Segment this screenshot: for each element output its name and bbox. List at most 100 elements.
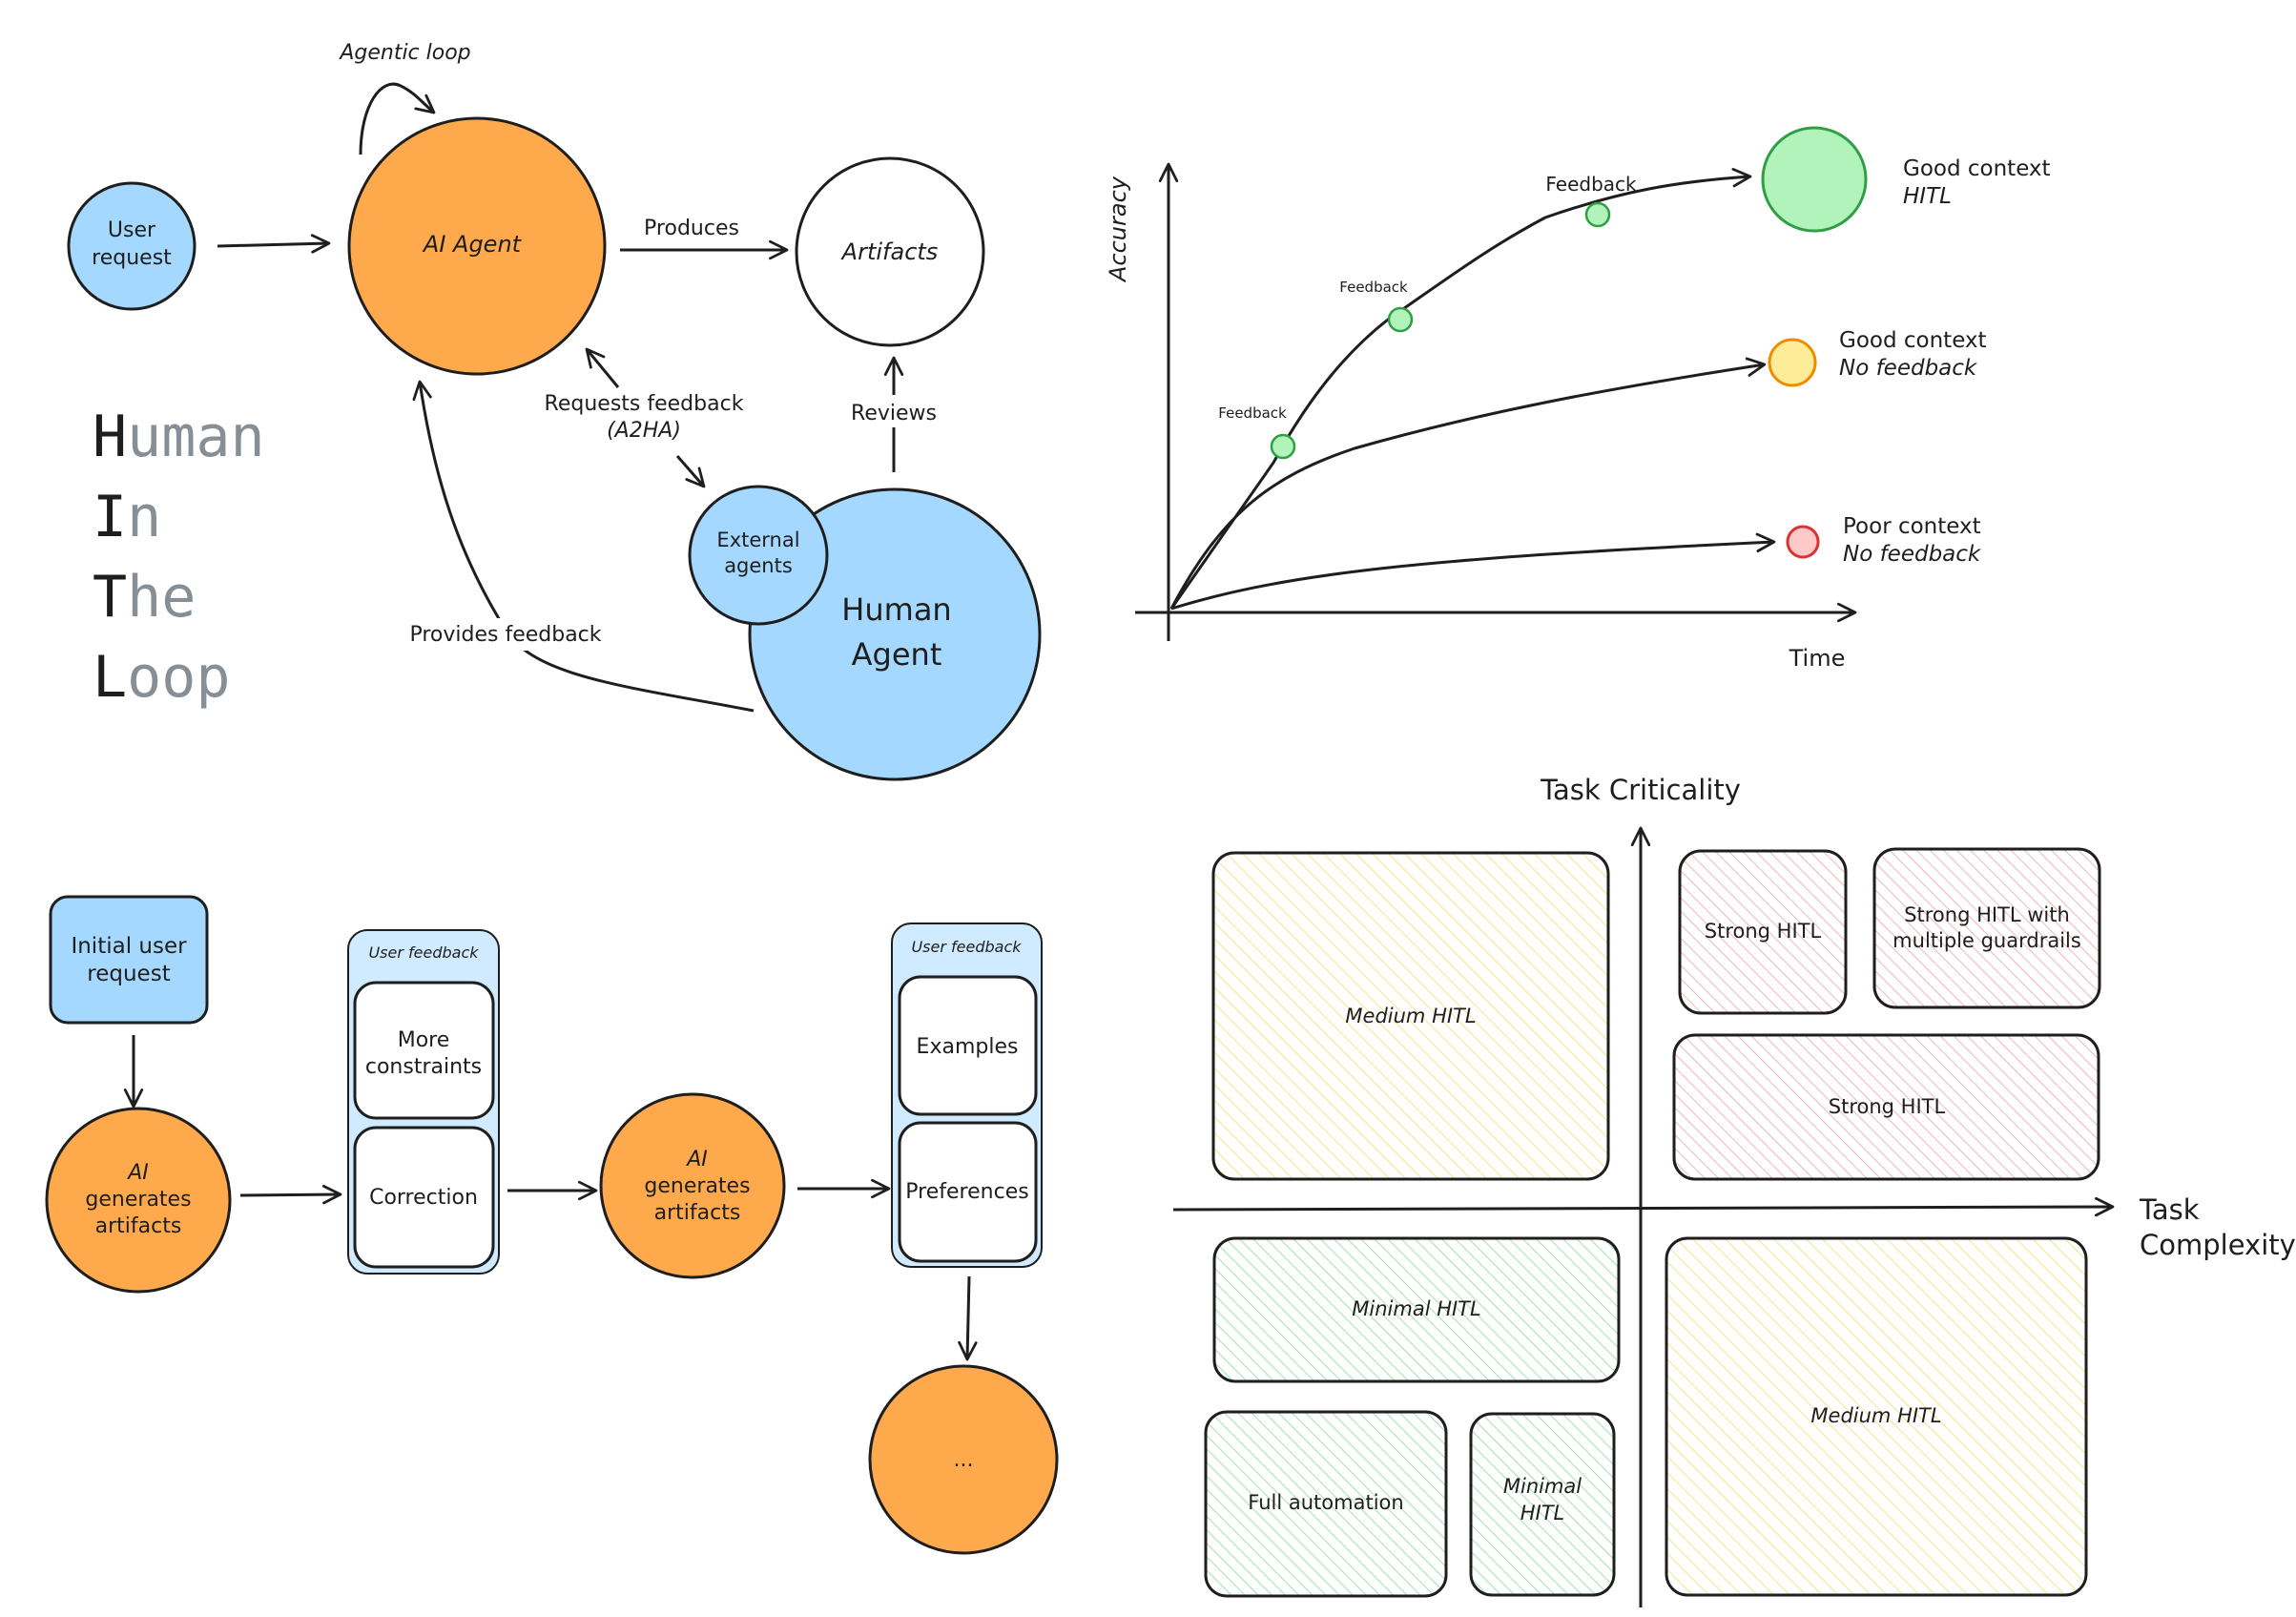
feedback-item-correction xyxy=(353,1126,495,1269)
curve-poor-context xyxy=(1170,532,1776,611)
ai-generates-label-1b: generates xyxy=(85,1188,191,1212)
box-top-left-label: Medium HITL xyxy=(1345,1005,1476,1027)
legend-hitl-2: HITL xyxy=(1903,184,1952,209)
y-axis-label: Accuracy xyxy=(1105,176,1131,283)
feedback-item-constraints xyxy=(353,981,495,1120)
title-line-the: The xyxy=(93,564,196,631)
curve-good-context xyxy=(1169,357,1767,610)
ai-agent-label: AI Agent xyxy=(422,231,523,258)
iteration-flow: Initial user request AI generates artifa… xyxy=(45,895,1059,1555)
box-top-right-c-label: Strong HITL xyxy=(1829,1095,1946,1118)
ai-generates-label-2b: generates xyxy=(644,1174,750,1198)
box-top-right-b xyxy=(1872,847,2101,1009)
provides-feedback-label: Provides feedback xyxy=(409,623,601,647)
agentic-loop-label: Agentic loop xyxy=(338,41,470,65)
legend-good-context: Good context xyxy=(1839,328,1987,353)
endpoint-good-context xyxy=(1768,338,1817,387)
feedback-item-examples xyxy=(898,975,1038,1116)
feedback-group-2-header: User feedback xyxy=(911,938,1022,956)
initial-request-node xyxy=(49,895,209,1025)
curve-hitl xyxy=(1169,168,1752,610)
title-line-loop: Loop xyxy=(93,644,231,711)
quadrant-chart: Task Criticality Task Complexity Medium … xyxy=(1172,774,2296,1607)
external-agents-label-2: agents xyxy=(724,554,793,577)
initial-request-label: Initial user xyxy=(71,934,187,959)
box-bottom-left-c xyxy=(1469,1412,1616,1597)
feedback-item-constraints-label-2: constraints xyxy=(365,1055,482,1079)
user-request-label-2: request xyxy=(92,246,172,270)
box-top-left xyxy=(1211,851,1610,1181)
ai-generates-label-1: AI xyxy=(126,1161,149,1185)
title-line-human: Human xyxy=(93,404,265,470)
box-bottom-left-c-label-2: HITL xyxy=(1520,1502,1565,1524)
ai-generates-node-1 xyxy=(45,1107,232,1294)
box-bottom-left-a xyxy=(1212,1236,1621,1383)
feedback2-to-next-arrow xyxy=(958,1275,978,1361)
box-top-right-b-label: Strong HITL with xyxy=(1904,903,2070,926)
feedback-point-2 xyxy=(1387,306,1414,333)
ai-generates-label-2: AI xyxy=(685,1148,708,1171)
reviews-label: Reviews xyxy=(851,402,937,425)
box-top-right-b-label-2: multiple guardrails xyxy=(1893,929,2081,952)
quadrant-x-axis xyxy=(1172,1196,2115,1217)
feedback-item-correction-label: Correction xyxy=(369,1186,478,1210)
feedback-point-1 xyxy=(1270,433,1296,460)
next-iteration-node xyxy=(868,1364,1059,1555)
endpoint-poor-context xyxy=(1786,525,1820,559)
request-feedback-arrow-up xyxy=(585,347,620,388)
quadrant-y-label: Task Criticality xyxy=(1540,774,1741,806)
artifacts-label: Artifacts xyxy=(840,238,939,265)
box-bottom-left-b-label: Full automation xyxy=(1248,1491,1403,1514)
quadrant-x-label-2: Complexity xyxy=(2140,1229,2296,1261)
feedback-item-preferences-label: Preferences xyxy=(905,1180,1028,1204)
agent-flow: Agentic loop User request AI Agent Produ… xyxy=(67,41,1042,781)
initial-request-label-2: request xyxy=(87,962,170,986)
ai-generates-node-2 xyxy=(599,1092,786,1279)
produces-label: Produces xyxy=(644,217,739,240)
box-top-right-c xyxy=(1672,1033,2100,1181)
accuracy-chart: Accuracy Time Feedback Feedback Feedback… xyxy=(1105,126,2051,672)
box-top-right-a-label: Strong HITL xyxy=(1705,920,1822,943)
feedback-item-examples-label: Examples xyxy=(917,1035,1019,1059)
ai1-to-feedback-arrow xyxy=(239,1184,342,1205)
user-to-agent-arrow xyxy=(217,234,331,254)
feedback-item-constraints-label: More xyxy=(398,1028,450,1052)
box-bottom-right xyxy=(1665,1236,2088,1597)
feedback-group-1-header: User feedback xyxy=(368,943,479,962)
external-agents-label: External xyxy=(716,529,799,551)
human-agent-label-2: Agent xyxy=(852,636,942,673)
user-request-node xyxy=(67,181,197,311)
hitl-title: Human In The Loop xyxy=(93,404,265,711)
feedback-item-preferences xyxy=(898,1121,1038,1263)
legend-hitl: Good context xyxy=(1903,156,2051,181)
agentic-loop-arrow xyxy=(359,82,436,155)
ai-generates-label-2c: artifacts xyxy=(654,1201,741,1225)
feedback-label-1: Feedback xyxy=(1218,404,1287,422)
box-bottom-left-a-label: Minimal HITL xyxy=(1352,1297,1480,1320)
legend-poor-context: Poor context xyxy=(1843,514,1981,539)
box-top-right-a xyxy=(1678,849,1848,1015)
feedback-label-2: Feedback xyxy=(1339,279,1408,296)
request-feedback-arrow-down xyxy=(675,455,706,488)
external-agents-node xyxy=(688,485,829,626)
box-bottom-left-b xyxy=(1204,1410,1448,1598)
feedback-label-3: Feedback xyxy=(1545,173,1637,196)
title-line-in: In xyxy=(93,484,161,550)
legend-good-context-2: No feedback xyxy=(1839,356,1978,381)
ai-generates-label-1c: artifacts xyxy=(95,1214,182,1238)
artifacts-node xyxy=(795,156,985,347)
box-bottom-right-label: Medium HITL xyxy=(1810,1404,1941,1427)
user-request-label: User xyxy=(108,218,156,242)
legend-poor-context-2: No feedback xyxy=(1843,542,1982,567)
ai-agent-node xyxy=(347,116,607,376)
requests-feedback-label-2: (A2HA) xyxy=(607,419,681,443)
x-axis-label: Time xyxy=(1789,645,1846,672)
human-agent-label: Human xyxy=(841,591,951,628)
feedback-point-3 xyxy=(1584,201,1611,228)
requests-feedback-label: Requests feedback xyxy=(545,392,744,416)
box-bottom-left-c-label: Minimal xyxy=(1503,1475,1582,1498)
next-iteration-label: ... xyxy=(954,1448,974,1472)
quadrant-x-label: Task xyxy=(2139,1193,2200,1226)
endpoint-hitl xyxy=(1761,126,1868,233)
